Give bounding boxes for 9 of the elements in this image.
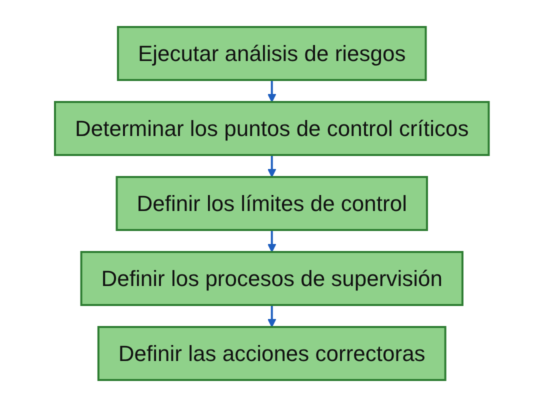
node-box: Definir los límites de control: [116, 176, 428, 231]
node-box: Definir las acciones correctoras: [98, 326, 446, 381]
node-box: Ejecutar análisis de riesgos: [117, 26, 427, 81]
arrow: [268, 230, 276, 252]
node-box: Determinar los puntos de control críticos: [54, 101, 490, 156]
arrow: [268, 305, 276, 328]
node-box: Definir los procesos de supervisión: [80, 251, 464, 306]
arrow: [268, 155, 276, 178]
arrow: [268, 80, 276, 102]
